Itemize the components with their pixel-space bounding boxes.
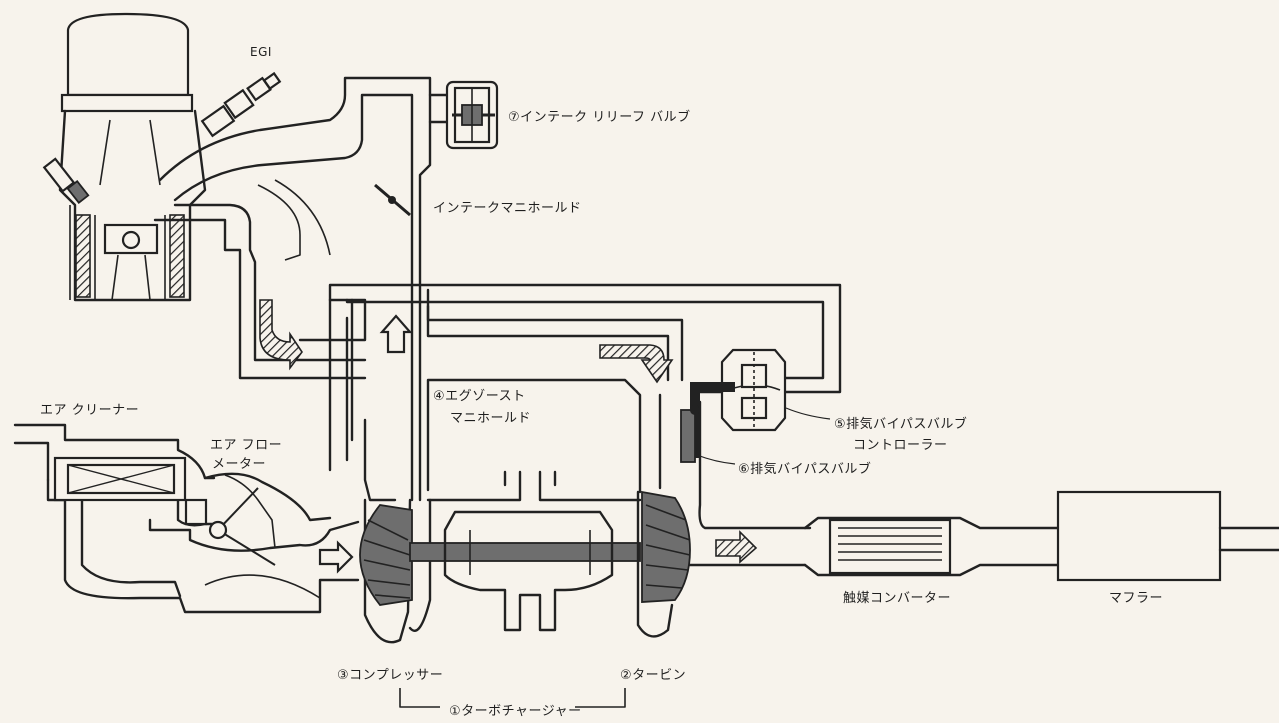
- throttle-valve-icon: [374, 183, 411, 217]
- engine: [42, 12, 207, 302]
- muffler-label: マフラー: [1109, 591, 1164, 606]
- air-cleaner-filter: [53, 456, 187, 502]
- exhaust-flow-hatched-arrow-icon: [715, 530, 758, 564]
- turbocharger-label: ①ターボチャージャー: [449, 704, 582, 719]
- muffler: [1056, 490, 1279, 582]
- intake-manifold: [153, 76, 432, 502]
- exhaust-bypass-valve: [680, 405, 700, 463]
- air-flow-meter-label-1: エア フロー: [210, 438, 283, 453]
- compressor-wheel: [359, 504, 413, 606]
- intake-relief-valve: [428, 80, 499, 150]
- bypass-valve-controller: [690, 348, 787, 458]
- turbo-shaft: [409, 542, 641, 562]
- spark-plug-icon: [42, 157, 90, 205]
- compressor-label: ③コンプレッサー: [337, 668, 444, 683]
- air-flow-meter: [184, 474, 276, 566]
- intake-relief-valve-label: ⑦インテーク リリーフ バルブ: [508, 110, 691, 125]
- air-flow-meter-label-2: メーター: [212, 457, 267, 472]
- intake-flow-hatched-arrow-icon: [259, 299, 303, 371]
- catalytic-converter: [803, 516, 1060, 577]
- catalytic-converter-label: 触媒コンバーター: [843, 591, 952, 606]
- bypass-valve-label: ⑥排気バイパスバルブ: [738, 462, 872, 477]
- exhaust-manifold-label-1: ④エグゾースト: [433, 389, 526, 404]
- exhaust-manifold-label-2: マニホールド: [450, 411, 532, 426]
- egi-label: EGI: [250, 45, 272, 59]
- bypass-controller-label-2: コントローラー: [853, 438, 948, 453]
- turbine-label: ②タービン: [620, 668, 687, 683]
- turbocharger-bracket: [399, 688, 626, 708]
- bypass-piping: [328, 283, 842, 472]
- bypass-controller-label-1: ⑤排気バイパスバルブ: [834, 417, 968, 432]
- turbine-wheel: [641, 490, 691, 603]
- turbocharger: [359, 393, 812, 644]
- intake-manifold-label: インテークマニホールド: [433, 201, 582, 216]
- bypass-flow-hatched-arrow-icon: [599, 344, 674, 384]
- compressor-inlet-arrow-icon: [318, 540, 354, 574]
- air-cleaner-label: エア クリーナー: [40, 403, 140, 418]
- exhaust-manifold: [363, 378, 642, 502]
- intake-flow-arrow-icon: [379, 314, 413, 354]
- egi-injector-icon: [200, 71, 282, 138]
